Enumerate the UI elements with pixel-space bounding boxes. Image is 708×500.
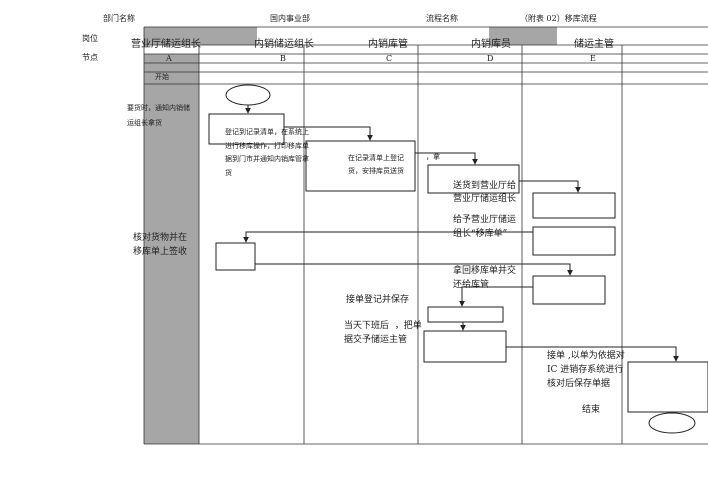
- flow-value: （附表 02）移库流程: [520, 14, 597, 23]
- node-e: E: [590, 54, 596, 63]
- node-row-label: 节点: [82, 53, 98, 62]
- box-d-daily: [423, 330, 507, 363]
- step-c-register: 在记录清单上登记 货，安排库员送货: [348, 154, 404, 175]
- step-c-daily: 当天下班后 ，把单 据交予储运主管: [344, 321, 422, 345]
- start-row-label: 开始: [155, 73, 169, 81]
- flow-label: 流程名称: [426, 14, 458, 23]
- position-row-label: 岗位: [82, 34, 98, 43]
- lane-d-title: 内销库员: [471, 39, 511, 50]
- arrow-daily-to-verify: [506, 346, 679, 362]
- step-c-receive: 接单登记并保存: [346, 295, 410, 305]
- lane-b-title: 内销储运组长: [254, 39, 314, 50]
- arrow-slip-to-check: [243, 231, 533, 243]
- node-d: D: [487, 54, 494, 63]
- end-terminal: [648, 412, 696, 434]
- node-c: C: [386, 54, 393, 63]
- step-d-give-slip: 给予营业厅储运 组长“移库单”: [453, 215, 517, 239]
- box-e-verify: [627, 361, 708, 413]
- box-c-register: [305, 140, 416, 192]
- step-a-check: 核对货物并在 移库单上签收: [133, 233, 188, 257]
- end-label: 结束: [582, 405, 601, 415]
- arrow-register-to-deliver: [415, 152, 478, 165]
- dept-label: 部门名称: [103, 14, 135, 23]
- step-d-deliver: 送货到营业厅给 营业厅储运组长: [453, 181, 517, 204]
- box-d-register: [427, 306, 504, 323]
- box-e-slip: [532, 226, 616, 256]
- lane-a-shade: [144, 54, 199, 444]
- header-shade-left: [144, 27, 257, 45]
- arrow-deliver-to-receive: [519, 180, 581, 193]
- lane-c-title: 内销库管: [368, 39, 408, 50]
- box-d-deliver: [427, 164, 520, 194]
- step-b-record: 登记到记录清单，在系统上 进行移库操作，打印移库单 据到门市并通知内销库管拿 货: [225, 128, 309, 177]
- box-a-check: [215, 242, 256, 271]
- arrow-mark: ，拿: [426, 153, 440, 161]
- box-b-record: [208, 113, 285, 145]
- arrow-record-to-register: [284, 126, 373, 141]
- header-shade-right: [489, 27, 557, 45]
- arrow-return-to-register: [459, 286, 533, 307]
- step-a-request: 要货时，通知内销储 运组长拿货: [127, 104, 190, 127]
- swimlane-grid: [143, 26, 708, 445]
- lane-a-title: 营业厅储运组长: [131, 39, 201, 50]
- node-a: A: [166, 54, 172, 63]
- lane-e-title: 储运主管: [574, 39, 614, 50]
- arrow-check-to-return: [255, 263, 573, 276]
- node-b: B: [280, 54, 286, 63]
- start-terminal: [225, 84, 271, 106]
- step-d-return: 拿回移库单并交 还给库管: [453, 266, 517, 290]
- box-e-return: [532, 275, 606, 305]
- step-e-verify: 接单 ,以单为依据对 IC 进销存系统进行 核对后保存单据: [547, 351, 625, 389]
- dept-value: 国内事业部: [270, 14, 310, 23]
- box-e-receive-goods: [532, 192, 616, 219]
